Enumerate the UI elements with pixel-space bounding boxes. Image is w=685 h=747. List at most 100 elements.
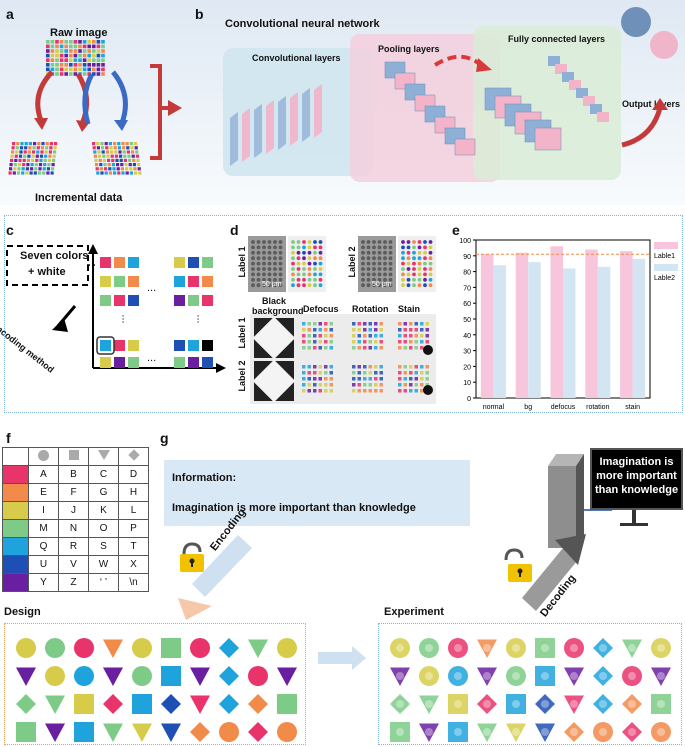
y-tick-label: 10 <box>463 380 471 387</box>
variation-dot <box>318 371 322 375</box>
dot-cell <box>92 58 96 62</box>
variation-dot <box>379 340 383 344</box>
micro-dot <box>262 245 266 250</box>
variation-dot <box>302 340 306 344</box>
dot-cell <box>55 58 59 62</box>
variation-dot <box>420 365 424 369</box>
dot-cell <box>49 146 53 150</box>
variation-dot <box>307 328 311 332</box>
dot-cell <box>64 67 68 72</box>
variation-dot <box>313 340 317 344</box>
diamond-shape <box>622 722 642 742</box>
lock-icon-decoding <box>504 548 532 582</box>
micro-dot <box>313 240 317 244</box>
dot-cell <box>59 53 64 58</box>
glow <box>570 644 578 652</box>
variation-dot <box>329 346 333 350</box>
dot-cell <box>46 58 50 62</box>
dot-cell <box>19 150 23 154</box>
micro-dot <box>377 240 382 244</box>
micro-dot <box>383 267 387 271</box>
glow <box>396 700 404 708</box>
seven-colors-text: Seven colors <box>20 250 89 262</box>
variation-dot <box>414 340 418 344</box>
dot-cell <box>43 158 47 162</box>
dot-cell <box>34 167 38 171</box>
dot-cell <box>101 44 105 49</box>
dot-cell <box>34 163 38 167</box>
micro-dot <box>291 261 295 266</box>
panel-e-label: e <box>452 222 460 238</box>
micro-dot <box>428 267 433 271</box>
circle-shape <box>419 638 439 658</box>
micro-dot <box>406 261 411 266</box>
cnn-title: Convolutional neural network <box>225 18 380 30</box>
color-square <box>174 357 185 368</box>
circle-shape <box>219 722 239 742</box>
micro-dot <box>428 245 433 250</box>
micro-dot <box>361 245 365 250</box>
dot-cell <box>78 63 82 67</box>
circle-shape <box>277 722 297 742</box>
variation-dot <box>324 346 328 350</box>
variation-dot <box>352 377 356 381</box>
variation-dot <box>374 371 378 375</box>
micro-dot <box>307 283 312 288</box>
variation-dot <box>329 389 333 393</box>
dot-cell <box>101 63 105 67</box>
micro-dot <box>406 245 411 250</box>
variation-dot <box>318 389 322 393</box>
variation-dot <box>329 328 333 332</box>
dot-cell <box>101 53 105 58</box>
panel-b-label: b <box>195 6 204 22</box>
glow <box>396 672 404 680</box>
triangle-shape <box>277 667 297 686</box>
output-node-1 <box>621 7 651 37</box>
variation-dot <box>420 346 424 350</box>
dot-cell <box>23 150 27 154</box>
variation-dot <box>324 322 328 326</box>
triangle-shape <box>190 667 210 686</box>
dot-cell <box>15 146 19 150</box>
dot-cell <box>100 142 104 146</box>
experiment-shapes <box>390 638 671 742</box>
square-shape <box>535 666 555 686</box>
micro-dot <box>313 245 317 250</box>
glow <box>425 728 433 736</box>
square-shape <box>448 694 468 714</box>
triangle-shape <box>190 695 210 714</box>
decoding-big-arrow <box>522 548 577 611</box>
dot-cell <box>101 150 105 154</box>
micro-dot <box>273 256 277 261</box>
micro-dot <box>361 240 365 244</box>
dot-cell <box>92 53 96 58</box>
glow <box>425 700 433 708</box>
glow <box>512 672 520 680</box>
experiment-label: Experiment <box>384 606 444 618</box>
raw-image-label: Raw image <box>50 27 108 39</box>
dot-cell <box>92 146 96 150</box>
micro-dot <box>423 272 427 277</box>
variation-dot <box>313 371 317 375</box>
color-square <box>100 357 111 368</box>
dot-cell <box>78 40 82 44</box>
dot-cell <box>59 58 64 62</box>
dot-cell <box>92 67 96 72</box>
design-to-experiment-arrow <box>318 646 366 670</box>
micro-dot <box>388 256 393 261</box>
info-text: Imagination is more important than knowl… <box>172 502 416 514</box>
dot-cell <box>73 63 78 67</box>
pool-sheets <box>384 61 476 156</box>
dot-cell <box>114 154 118 158</box>
micro-dot <box>377 283 382 288</box>
variation-dot <box>357 389 361 393</box>
variation-dot <box>403 346 407 350</box>
dot-cell <box>31 154 35 158</box>
conv-sheets <box>230 84 322 166</box>
micro-dot <box>401 256 405 261</box>
dot-cell <box>93 154 97 158</box>
micro-dot <box>423 250 427 255</box>
micro-dot <box>361 283 365 288</box>
dot-cell <box>136 158 140 162</box>
dot-cell <box>59 40 64 44</box>
